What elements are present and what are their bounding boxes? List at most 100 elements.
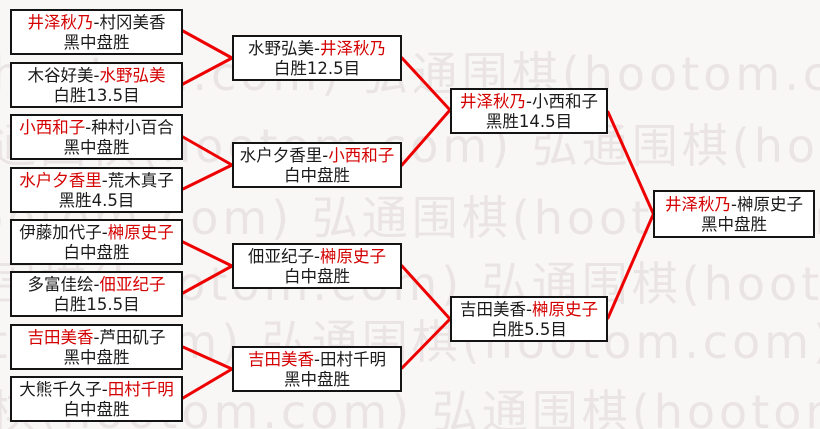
match-players: 水野弘美-井泽秋乃 <box>234 39 400 59</box>
player-name: 井泽秋乃 <box>460 92 527 111</box>
player-name: 水野弘美 <box>248 39 315 58</box>
separator: - <box>93 328 100 347</box>
separator: - <box>314 39 320 58</box>
match-result: 白中盘胜 <box>284 166 350 185</box>
match-box-round2-game2: 水户夕香里-小西和子 白中盘胜 <box>232 142 402 188</box>
player-name: 小西和子 <box>328 146 395 165</box>
separator: - <box>526 92 532 111</box>
match-box-round1-game4: 水户夕香里-荒木真子 黑胜4.5目 <box>10 167 183 213</box>
match-result: 黑中盘胜 <box>284 370 350 389</box>
match-result: 黑中盘胜 <box>63 348 130 367</box>
player-name: 荒木真子 <box>107 171 174 190</box>
match-box-round1-game5: 伊藤加代子-榊原史子 白中盘胜 <box>10 219 183 265</box>
match-result: 黑中盘胜 <box>63 33 130 52</box>
match-box-round1-game1: 井泽秋乃-村冈美香 黑中盘胜 <box>10 9 183 55</box>
player-name: 水户夕香里 <box>19 171 102 190</box>
match-result: 白中盘胜 <box>284 267 350 286</box>
connector-line <box>181 345 234 371</box>
connector-line <box>181 135 234 167</box>
player-name: 多富佳绘 <box>27 275 94 294</box>
player-name: 伊藤加代子 <box>19 223 102 242</box>
match-result: 白胜12.5目 <box>273 59 361 78</box>
match-players: 吉田美香-芦田矶子 <box>12 328 181 348</box>
separator: - <box>93 275 100 294</box>
connector-line <box>400 317 452 370</box>
match-players: 水户夕香里-荒木真子 <box>12 171 181 191</box>
player-name: 水户夕香里 <box>239 146 323 165</box>
match-box-round1-game8: 大熊千久子-田村千明 白中盘胜 <box>10 376 183 422</box>
player-name: 木谷好美 <box>27 66 94 85</box>
player-name: 井泽秋乃 <box>665 195 732 214</box>
match-result: 白胜13.5目 <box>53 86 140 105</box>
separator: - <box>322 146 329 165</box>
player-name: 田村千明 <box>319 350 386 369</box>
match-players: 多富佳绘-佃亚纪子 <box>12 275 181 295</box>
separator: - <box>314 350 320 369</box>
player-name: 村冈美香 <box>99 13 166 32</box>
player-name: 佃亚纪子 <box>248 247 315 266</box>
player-name: 井泽秋乃 <box>27 13 94 32</box>
connector-line <box>181 29 234 60</box>
connector-line <box>181 264 234 295</box>
match-players: 吉田美香-田村千明 <box>234 350 400 370</box>
match-players: 佃亚纪子-榊原史子 <box>234 247 400 267</box>
player-name: 井泽秋乃 <box>319 39 386 58</box>
match-result: 黑胜4.5目 <box>58 191 135 210</box>
separator: - <box>101 223 108 242</box>
separator: - <box>93 66 100 85</box>
player-name: 吉田美香 <box>27 328 94 347</box>
player-name: 种村小百合 <box>91 118 174 137</box>
connector-line <box>181 56 234 86</box>
connector-line <box>181 240 234 268</box>
match-result: 白中盘胜 <box>63 400 130 419</box>
player-name: 榊原史子 <box>107 223 174 242</box>
match-box-round2-game1: 水野弘美-井泽秋乃 白胜12.5目 <box>232 35 402 81</box>
separator: - <box>85 118 92 137</box>
match-box-round1-game6: 多富佳绘-佃亚纪子 白胜15.5目 <box>10 271 183 317</box>
match-box-semifinal-2: 吉田美香-榊原史子 白胜5.5目 <box>450 296 608 342</box>
match-players: 小西和子-种村小百合 <box>12 118 181 138</box>
player-name: 佃亚纪子 <box>99 275 166 294</box>
connector-line <box>400 56 452 112</box>
player-name: 榊原史子 <box>319 247 386 266</box>
match-box-final: 井泽秋乃-榊原史子 黑中盘胜 <box>653 190 815 238</box>
separator: - <box>314 247 320 266</box>
match-box-round1-game3: 小西和子-种村小百合 黑中盘胜 <box>10 114 183 160</box>
match-result: 黑胜14.5目 <box>485 112 573 131</box>
match-box-semifinal-1: 井泽秋乃-小西和子 黑胜14.5目 <box>450 88 608 134</box>
match-box-round1-game2: 木谷好美-水野弘美 白胜13.5目 <box>10 62 183 108</box>
player-name: 小西和子 <box>19 118 86 137</box>
match-box-round2-game3: 佃亚纪子-榊原史子 白中盘胜 <box>232 243 402 289</box>
connector-line <box>400 108 452 167</box>
player-name: 芦田矶子 <box>99 328 166 347</box>
connector-line <box>606 110 655 215</box>
separator: - <box>101 380 108 399</box>
player-name: 榊原史子 <box>531 300 598 319</box>
player-name: 田村千明 <box>107 380 174 399</box>
player-name: 榊原史子 <box>736 195 803 214</box>
separator: - <box>93 13 100 32</box>
connector-line <box>400 264 452 321</box>
match-box-round1-game7: 吉田美香-芦田矶子 黑中盘胜 <box>10 324 183 370</box>
match-result: 白胜5.5目 <box>491 320 567 339</box>
separator: - <box>526 300 532 319</box>
match-result: 白中盘胜 <box>63 243 130 262</box>
player-name: 小西和子 <box>531 92 598 111</box>
match-result: 白胜15.5目 <box>53 295 140 314</box>
match-players: 吉田美香-榊原史子 <box>452 300 606 320</box>
connector-line <box>606 213 655 320</box>
match-players: 井泽秋乃-小西和子 <box>452 92 606 112</box>
match-box-round2-game4: 吉田美香-田村千明 黑中盘胜 <box>232 346 402 392</box>
match-players: 大熊千久子-田村千明 <box>12 380 181 400</box>
connector-line <box>181 163 234 191</box>
player-name: 吉田美香 <box>248 350 315 369</box>
player-name: 吉田美香 <box>460 300 527 319</box>
player-name: 大熊千久子 <box>19 380 102 399</box>
match-players: 水户夕香里-小西和子 <box>234 146 400 166</box>
match-result: 黑中盘胜 <box>63 138 130 157</box>
match-players: 伊藤加代子-榊原史子 <box>12 223 181 243</box>
player-name: 水野弘美 <box>99 66 166 85</box>
match-players: 木谷好美-水野弘美 <box>12 66 181 86</box>
